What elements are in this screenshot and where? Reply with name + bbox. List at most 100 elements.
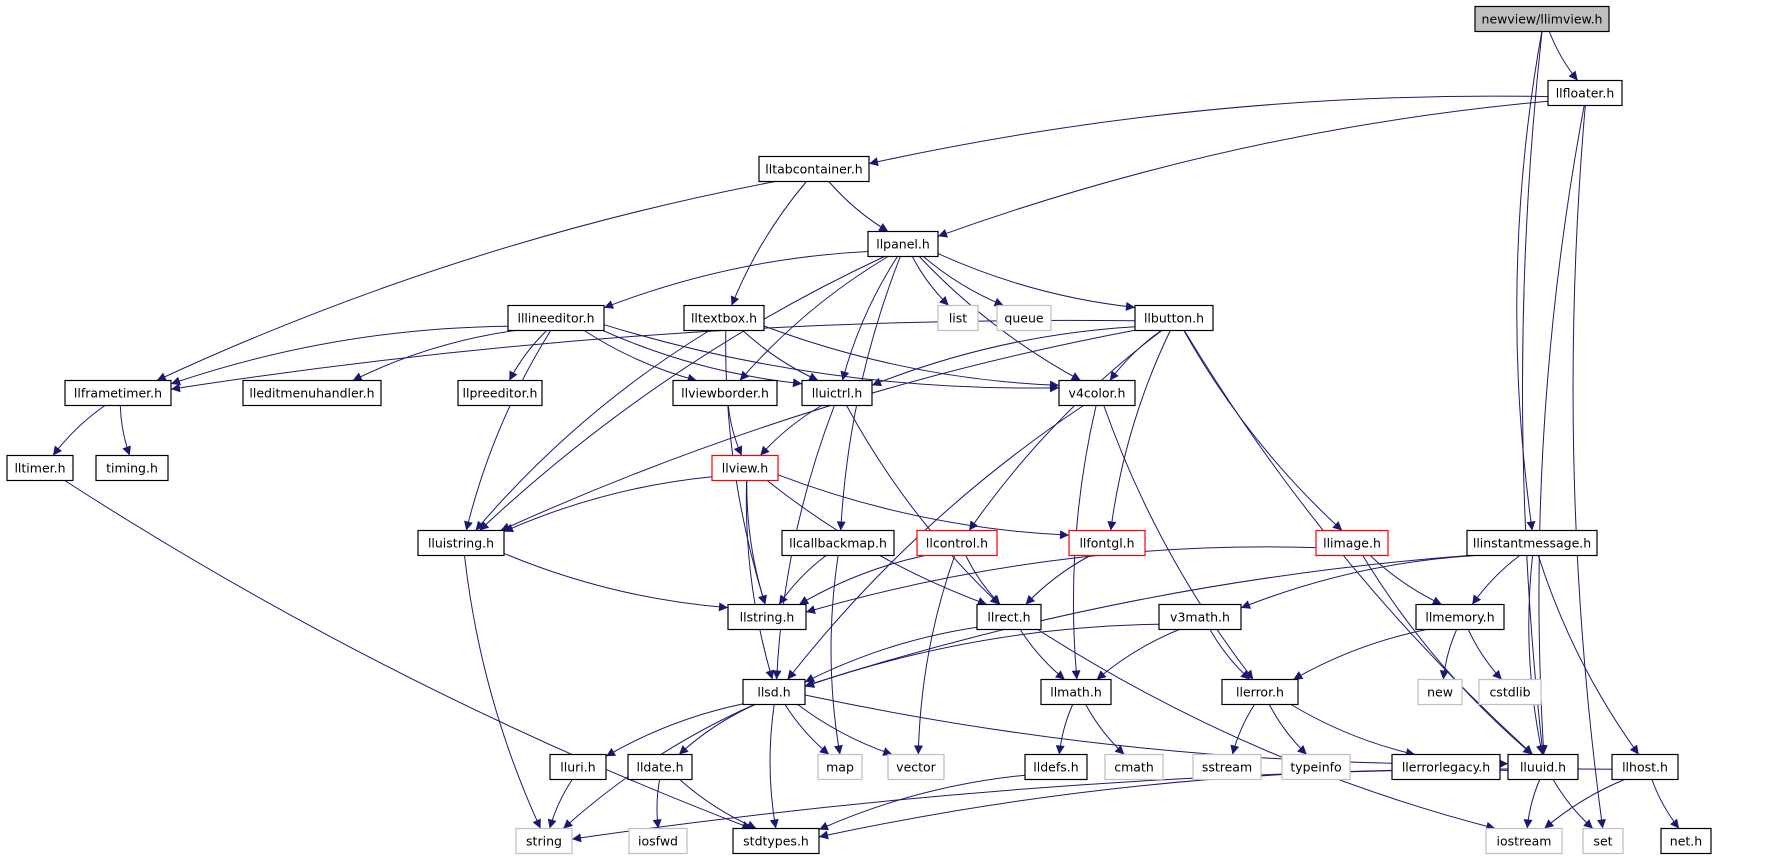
edge-llpanel-to-llviewborder bbox=[739, 256, 889, 381]
node-label: typeinfo bbox=[1290, 760, 1341, 775]
edge-llfloater-to-lluuid bbox=[1538, 105, 1585, 755]
node-box bbox=[727, 603, 807, 631]
node-stdtypes[interactable]: stdtypes.h bbox=[732, 827, 820, 855]
node-list[interactable]: list bbox=[937, 304, 979, 332]
node-lluri[interactable]: lluri.h bbox=[549, 753, 607, 781]
node-iosfwd[interactable]: iosfwd bbox=[628, 827, 688, 855]
node-llviewborder[interactable]: llviewborder.h bbox=[672, 379, 778, 407]
edge-llfloater-to-set bbox=[1572, 105, 1606, 829]
node-map[interactable]: map bbox=[817, 753, 863, 781]
node-box bbox=[1158, 603, 1242, 631]
edge-llinstantmessage-to-lluuid bbox=[1528, 555, 1545, 755]
node-llpreeditor[interactable]: llpreeditor.h bbox=[457, 379, 543, 407]
node-lltimer[interactable]: lltimer.h bbox=[6, 454, 74, 482]
node-lleditmenuhandler[interactable]: lleditmenuhandler.h bbox=[242, 379, 382, 407]
edge-llinstantmessage-to-v3math bbox=[1240, 555, 1476, 609]
edge-line bbox=[759, 405, 822, 456]
edge-line bbox=[1109, 330, 1162, 381]
edge-line bbox=[1467, 629, 1503, 680]
edge-line bbox=[1183, 330, 1343, 531]
node-llerror[interactable]: llerror.h bbox=[1221, 678, 1299, 706]
edge-line bbox=[818, 774, 1026, 831]
edge-line bbox=[739, 256, 889, 381]
node-label: lldefs.h bbox=[1033, 760, 1078, 775]
node-label: set bbox=[1593, 834, 1612, 849]
edge-line bbox=[119, 405, 131, 456]
node-label: lldate.h bbox=[636, 760, 683, 775]
edge-lllineeditor-to-v4color bbox=[603, 324, 1060, 393]
node-label: lleditmenuhandler.h bbox=[249, 386, 374, 401]
node-lluictrl[interactable]: lluictrl.h bbox=[801, 379, 873, 407]
edge-line bbox=[1523, 779, 1541, 829]
node-llimview[interactable]: newview/llimview.h bbox=[1474, 5, 1610, 33]
node-iostream[interactable]: iostream bbox=[1485, 827, 1563, 855]
node-llfontgl[interactable]: llfontgl.h bbox=[1068, 529, 1146, 557]
node-llview[interactable]: llview.h bbox=[711, 454, 779, 482]
node-llcontrol[interactable]: llcontrol.h bbox=[916, 529, 998, 557]
node-string[interactable]: string bbox=[515, 827, 573, 855]
node-llimage[interactable]: llimage.h bbox=[1315, 529, 1389, 557]
node-llmemory[interactable]: llmemory.h bbox=[1415, 603, 1505, 631]
node-label: lllineeditor.h bbox=[517, 311, 594, 326]
edge-line bbox=[769, 704, 779, 829]
edge-line bbox=[1537, 555, 1640, 755]
edge-v3math-to-llerror bbox=[1209, 629, 1251, 680]
node-v3math[interactable]: v3math.h bbox=[1158, 603, 1242, 631]
edge-line bbox=[605, 703, 744, 757]
node-lltextbox[interactable]: lltextbox.h bbox=[683, 304, 765, 332]
node-llmath[interactable]: llmath.h bbox=[1040, 678, 1112, 706]
edge-llhost-to-neth bbox=[1651, 779, 1680, 829]
node-queue[interactable]: queue bbox=[996, 304, 1052, 332]
edge-llview-to-llsd bbox=[745, 480, 775, 680]
node-llbutton[interactable]: llbutton.h bbox=[1134, 304, 1214, 332]
node-label: lltimer.h bbox=[14, 461, 65, 476]
node-label: net.h bbox=[1670, 834, 1702, 849]
node-llpanel[interactable]: llpanel.h bbox=[867, 230, 939, 258]
node-vector[interactable]: vector bbox=[887, 753, 945, 781]
node-box bbox=[1315, 529, 1389, 557]
edge-line bbox=[479, 256, 885, 531]
node-new[interactable]: new bbox=[1417, 678, 1463, 706]
node-llcallbackmap[interactable]: llcallbackmap.h bbox=[781, 529, 895, 557]
node-neth[interactable]: net.h bbox=[1660, 827, 1712, 855]
node-llinstantmessage[interactable]: llinstantmessage.h bbox=[1466, 529, 1598, 557]
node-lluistring[interactable]: lluistring.h bbox=[417, 529, 505, 557]
edge-line bbox=[840, 256, 898, 381]
node-sstream[interactable]: sstream bbox=[1192, 753, 1262, 781]
node-v4color[interactable]: v4color.h bbox=[1058, 379, 1136, 407]
edge-lllineeditor-to-llviewborder bbox=[583, 330, 697, 383]
edge-v4color-to-llerror bbox=[1103, 405, 1254, 680]
node-lldate[interactable]: lldate.h bbox=[627, 753, 693, 781]
node-label: list bbox=[949, 311, 967, 326]
edge-llimage-to-llstring bbox=[805, 546, 1317, 614]
node-label: llmath.h bbox=[1050, 685, 1102, 700]
node-llhost[interactable]: llhost.h bbox=[1611, 753, 1679, 781]
edge-line bbox=[923, 256, 1004, 307]
node-llframetimer[interactable]: llframetimer.h bbox=[64, 379, 172, 407]
node-llstring[interactable]: llstring.h bbox=[727, 603, 807, 631]
node-cmath[interactable]: cmath bbox=[1104, 753, 1164, 781]
node-llrect[interactable]: llrect.h bbox=[976, 603, 1042, 631]
edge-llbutton-to-llcontrol bbox=[968, 330, 1163, 531]
node-lllineeditor[interactable]: lllineeditor.h bbox=[507, 304, 605, 332]
node-box bbox=[1417, 678, 1463, 706]
node-box bbox=[937, 304, 979, 332]
node-cstdlib[interactable]: cstdlib bbox=[1478, 678, 1542, 706]
node-lldefs[interactable]: lldefs.h bbox=[1024, 753, 1088, 781]
node-llerrorlegacy[interactable]: llerrorlegacy.h bbox=[1391, 753, 1501, 781]
edge-line bbox=[678, 704, 756, 755]
edge-llhost-to-iostream bbox=[1544, 779, 1625, 829]
node-set[interactable]: set bbox=[1582, 827, 1624, 855]
node-llsd[interactable]: llsd.h bbox=[742, 678, 806, 706]
edge-line bbox=[968, 330, 1163, 531]
node-label: lluictrl.h bbox=[812, 386, 863, 401]
edge-lltabcontainer-to-lltextbox bbox=[730, 181, 807, 306]
node-timing[interactable]: timing.h bbox=[95, 454, 169, 482]
edge-llpanel-to-lluictrl bbox=[840, 256, 898, 381]
node-typeinfo[interactable]: typeinfo bbox=[1281, 753, 1351, 781]
edge-lllineeditor-to-llpreeditor bbox=[508, 330, 548, 381]
node-lluuid[interactable]: lluuid.h bbox=[1507, 753, 1579, 781]
node-llfloater[interactable]: llfloater.h bbox=[1547, 79, 1623, 107]
node-lltabcontainer[interactable]: lltabcontainer.h bbox=[758, 155, 870, 183]
node-box bbox=[742, 678, 806, 706]
